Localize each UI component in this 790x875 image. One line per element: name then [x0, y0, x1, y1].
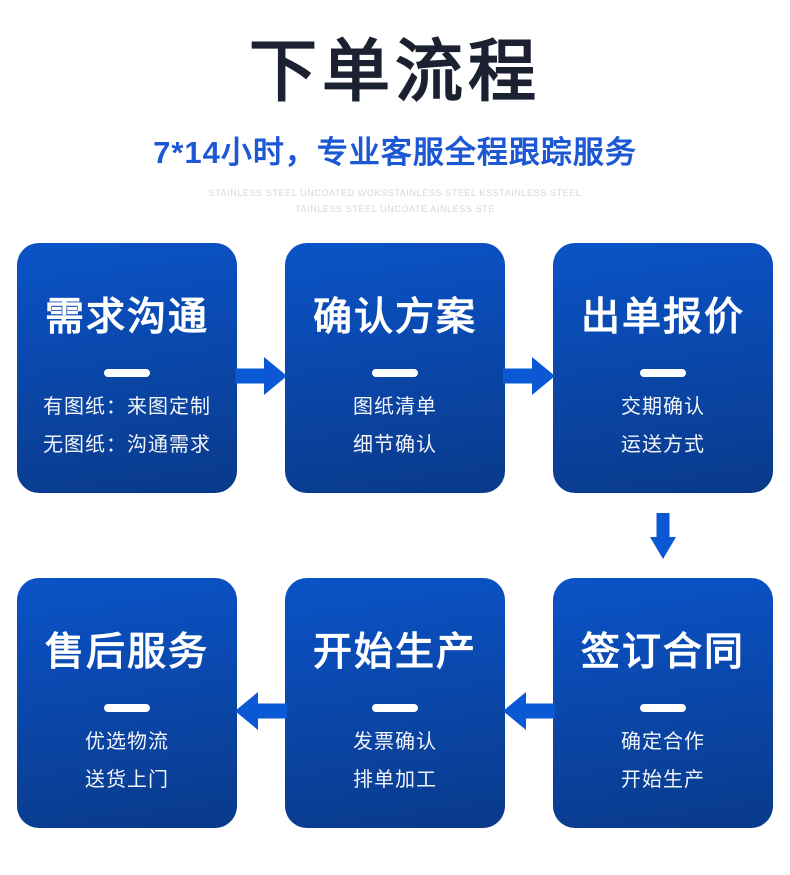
- header: 下单流程 7*14小时，专业客服全程跟踪服务 STAINLESS STEEL U…: [0, 0, 790, 217]
- divider-dash: [372, 704, 418, 713]
- step-card-production: 开始生产 发票确认 排单加工: [285, 578, 505, 829]
- arrow-left-icon: [235, 692, 287, 731]
- connector-gap: [235, 578, 287, 828]
- step-card-confirm-plan: 确认方案 图纸清单 细节确认: [285, 243, 505, 494]
- arrow-left-icon: [503, 692, 555, 731]
- connector-gap-vertical: [17, 493, 773, 578]
- step-detail-line: 发票确认: [353, 731, 437, 754]
- connector-gap: [235, 243, 287, 493]
- step-detail-line: 排单加工: [353, 769, 437, 792]
- step-detail-line: 运送方式: [621, 434, 705, 457]
- step-detail-line: 确定合作: [621, 731, 705, 754]
- arrow-down-icon: [650, 512, 676, 559]
- connector-gap: [503, 578, 555, 828]
- step-title: 出单报价: [580, 296, 745, 340]
- step-title: 售后服务: [44, 631, 209, 675]
- divider-dash: [372, 369, 418, 378]
- step-detail-line: 交期确认: [621, 396, 705, 419]
- step-card-requirements: 需求沟通 有图纸：来图定制 无图纸：沟通需求: [17, 243, 237, 494]
- step-title: 签订合同: [580, 631, 745, 675]
- divider-dash: [640, 704, 686, 713]
- arrow-right-icon: [503, 357, 555, 396]
- step-card-quotation: 出单报价 交期确认 运送方式: [553, 243, 773, 494]
- flow-row-top: 需求沟通 有图纸：来图定制 无图纸：沟通需求 确认方案 图纸清单 细节确认: [17, 243, 773, 494]
- flow-row-bottom: 售后服务 优选物流 送货上门 开始生产 发票确认 排单加工: [17, 578, 773, 829]
- connector-gap: [503, 243, 555, 493]
- step-detail-line: 开始生产: [621, 769, 705, 792]
- divider-dash: [104, 369, 150, 378]
- watermark-text: STAINLESS STEEL UNCOATED WOKSSTAINLESS S…: [0, 185, 790, 217]
- step-detail-line: 优选物流: [85, 731, 169, 754]
- flow-diagram: 需求沟通 有图纸：来图定制 无图纸：沟通需求 确认方案 图纸清单 细节确认: [17, 243, 773, 829]
- step-title: 开始生产: [312, 631, 477, 675]
- step-detail-line: 图纸清单: [353, 396, 437, 419]
- step-detail-line: 细节确认: [353, 434, 437, 457]
- watermark-line: STAINLESS STEEL UNCOATED WOKSSTAINLESS S…: [208, 188, 582, 199]
- divider-dash: [104, 704, 150, 713]
- step-card-after-sales: 售后服务 优选物流 送货上门: [17, 578, 237, 829]
- step-detail-line: 送货上门: [85, 769, 169, 792]
- step-title: 需求沟通: [44, 296, 209, 340]
- page-title: 下单流程: [248, 34, 541, 110]
- step-title: 确认方案: [312, 296, 477, 340]
- page-subtitle: 7*14小时，专业客服全程跟踪服务: [153, 135, 637, 171]
- step-detail-line: 有图纸：来图定制: [43, 396, 211, 419]
- divider-dash: [640, 369, 686, 378]
- arrow-right-icon: [235, 357, 287, 396]
- step-card-sign-contract: 签订合同 确定合作 开始生产: [553, 578, 773, 829]
- step-detail-line: 无图纸：沟通需求: [43, 434, 211, 457]
- watermark-line: TAINLESS STEEL UNCOATE AINLESS STE: [295, 204, 495, 215]
